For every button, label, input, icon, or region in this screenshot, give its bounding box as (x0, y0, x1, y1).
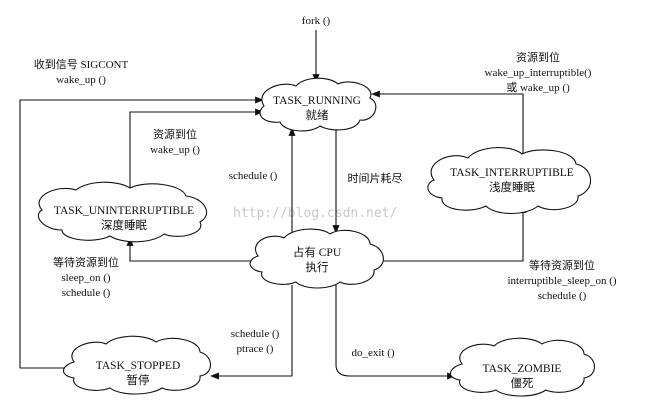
label-timeslice: 时间片耗尽 (348, 172, 403, 185)
state-zombie-desc: 僵死 (511, 377, 534, 390)
state-stopped: TASK_STOPPED 暂停 (62, 335, 212, 395)
state-running: TASK_RUNNING 就绪 (259, 77, 377, 132)
edge-cpu-to-stopped (210, 285, 293, 380)
state-uninterruptible-name: TASK_UNINTERRUPTIBLE (54, 205, 194, 217)
label-sleep-on-line2: sleep_on () (61, 272, 111, 284)
state-interruptible-name: TASK_INTERRUPTIBLE (450, 167, 574, 179)
label-wake-interruptible-line2: wake_up_interruptible() (485, 67, 592, 79)
transition-edges (19, 30, 527, 380)
label-interruptible-sleep-line3: schedule () (538, 290, 587, 302)
label-do-exit: do_exit () (351, 347, 394, 359)
label-interruptible-sleep-line2: interruptible_sleep_on () (507, 275, 616, 287)
label-sigcont-line2: wake_up () (56, 74, 106, 86)
edge-interruptible-to-running (371, 90, 524, 155)
state-cpu-desc: 执行 (306, 260, 329, 274)
state-zombie-name: TASK_ZOMBIE (483, 363, 562, 375)
label-schedule-ptrace-line1: schedule () (231, 328, 280, 340)
label-schedule: schedule () (229, 170, 278, 182)
watermark: http://blog.csdn.net/ (233, 206, 397, 221)
state-zombie: TASK_ZOMBIE 僵死 (449, 337, 596, 397)
edge-labels: fork () 收到信号 SIGCONT wake_up () 资源到位 wak… (34, 15, 617, 359)
label-wake-interruptible-line3: 或 wake_up () (506, 81, 570, 94)
label-sleep-on-line1: 等待资源到位 (53, 255, 119, 269)
label-wake-up-line1: 资源到位 (153, 127, 197, 141)
label-interruptible-sleep-line1: 等待资源到位 (529, 258, 595, 272)
edge-cpu-to-uninterruptible (126, 237, 252, 262)
edge-uninterruptible-to-running (129, 108, 264, 190)
state-cpu: 占有 CPU 执行 (249, 228, 384, 289)
state-uninterruptible: TASK_UNINTERRUPTIBLE 深度睡眠 (37, 181, 208, 243)
state-interruptible: TASK_INTERRUPTIBLE 浅度睡眠 (427, 147, 592, 215)
label-sigcont-line1: 收到信号 SIGCONT (34, 57, 129, 71)
state-running-desc: 就绪 (306, 108, 329, 122)
state-uninterruptible-desc: 深度睡眠 (101, 218, 147, 232)
edge-cpu-to-interruptible (383, 204, 527, 262)
state-stopped-name: TASK_STOPPED (96, 360, 181, 372)
label-wake-up-line2: wake_up () (150, 144, 200, 156)
state-cpu-name: 占有 CPU (293, 245, 342, 259)
label-schedule-ptrace-line2: ptrace () (237, 343, 274, 355)
state-stopped-desc: 暂停 (127, 373, 150, 387)
label-wake-interruptible-line1: 资源到位 (516, 50, 560, 64)
edge-stopped-to-running (19, 96, 264, 369)
label-fork: fork () (302, 15, 331, 27)
state-running-name: TASK_RUNNING (273, 95, 361, 107)
state-interruptible-desc: 浅度睡眠 (489, 180, 535, 194)
edge-cpu-to-zombie (335, 285, 456, 380)
label-sleep-on-line3: schedule () (62, 287, 111, 299)
